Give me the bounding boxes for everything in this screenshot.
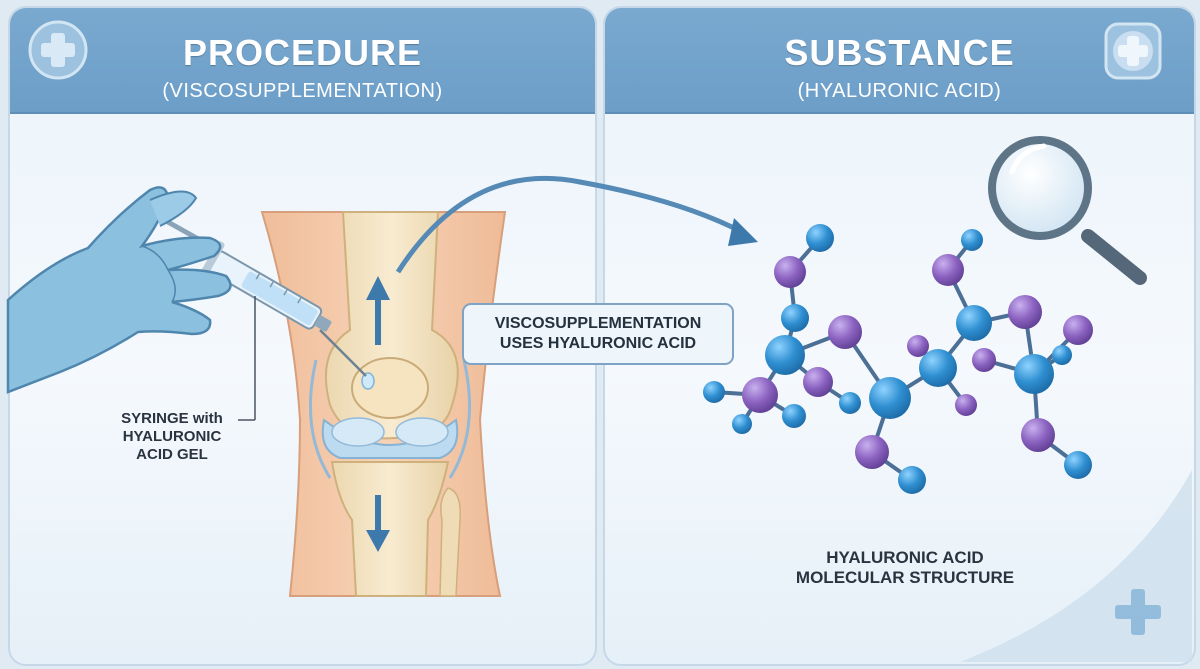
- callout-box: VISCOSUPPLEMENTATION USES HYALURONIC ACI…: [462, 303, 734, 365]
- syringe-label: SYRINGE with HYALURONIC ACID GEL: [92, 410, 252, 464]
- procedure-subtitle: (VISCOSUPPLEMENTATION): [162, 80, 443, 102]
- substance-subtitle: (HYALURONIC ACID): [797, 80, 1002, 102]
- syringe-label-leader: [238, 296, 256, 421]
- medical-cross-icon: [1104, 22, 1162, 80]
- callout-line: VISCOSUPPLEMENTATION: [494, 315, 702, 332]
- callout-line: USES HYALURONIC ACID: [499, 335, 697, 352]
- down-arrow-icon: [366, 495, 390, 552]
- molecule-label: HYALURONIC ACID MOLECULAR STRUCTURE: [730, 548, 1080, 589]
- gloved-hand-icon: [6, 186, 232, 394]
- substance-header: SUBSTANCE (HYALURONIC ACID): [605, 8, 1194, 114]
- molecule-icon: [703, 224, 1093, 494]
- procedure-header: PROCEDURE (VISCOSUPPLEMENTATION): [10, 8, 595, 114]
- magnifying-glass-icon: [988, 136, 1147, 285]
- syringe-label-line: SYRINGE with: [121, 410, 223, 427]
- medical-cross-icon: [960, 470, 1192, 662]
- knee-joint-icon: [260, 211, 507, 597]
- curved-arrow-icon: [395, 175, 758, 274]
- up-arrow-icon: [366, 276, 390, 345]
- procedure-title: PROCEDURE: [182, 32, 423, 73]
- medical-cross-icon: [28, 20, 88, 80]
- syringe-label-line: ACID GEL: [136, 446, 208, 463]
- substance-title: SUBSTANCE: [784, 32, 1015, 73]
- molecule-label-line: HYALURONIC ACID: [826, 548, 984, 567]
- syringe-label-line: HYALURONIC: [122, 428, 222, 445]
- molecule-label-line: MOLECULAR STRUCTURE: [795, 568, 1015, 588]
